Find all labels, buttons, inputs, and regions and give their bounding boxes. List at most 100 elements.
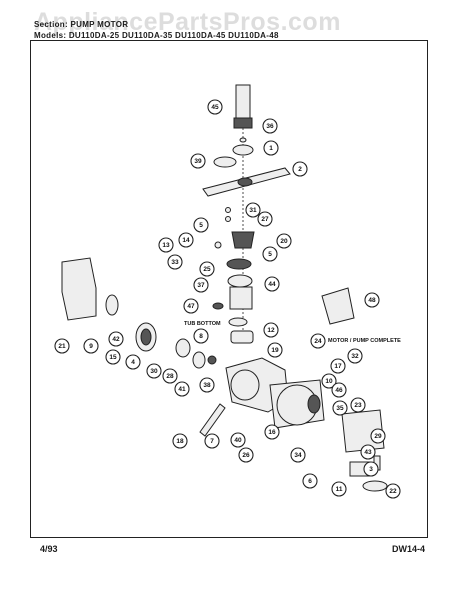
motor-pump-complete-label: MOTOR / PUMP COMPLETE <box>328 338 401 344</box>
callout-number: 17 <box>334 363 342 370</box>
callout-circle <box>193 328 209 344</box>
callout-number: 6 <box>308 478 312 485</box>
callout-46: 46 <box>331 382 347 398</box>
callout-number: 38 <box>203 382 211 389</box>
callout-circle <box>190 153 206 169</box>
callout-number: 43 <box>364 449 372 456</box>
callout-circle <box>183 298 199 314</box>
callout-number: 4 <box>131 359 135 366</box>
part-42-shape <box>140 328 152 346</box>
part-47-shape <box>212 302 224 310</box>
part-20-shape <box>231 231 255 249</box>
callout-circle <box>290 447 306 463</box>
callout-4: 4 <box>125 354 141 370</box>
callout-number: 36 <box>266 123 274 130</box>
callout-number: 5 <box>199 222 203 229</box>
part-27-shape <box>225 216 231 222</box>
callout-number: 19 <box>271 347 279 354</box>
callout-number: 25 <box>203 266 211 273</box>
callout-43: 43 <box>360 444 376 460</box>
callout-number: 47 <box>187 303 195 310</box>
callout-number: 10 <box>325 378 333 385</box>
callout-1: 1 <box>263 140 279 156</box>
callout-number: 2 <box>298 166 302 173</box>
part-21-shape <box>61 257 97 321</box>
callout-circle <box>364 292 380 308</box>
callout-circle <box>105 349 121 365</box>
callout-number: 41 <box>178 386 186 393</box>
callout-16: 16 <box>264 424 280 440</box>
callout-number: 35 <box>336 405 344 412</box>
pump-housing <box>230 369 260 401</box>
callout-33: 33 <box>167 254 183 270</box>
callout-30: 30 <box>146 363 162 379</box>
callout-circle <box>332 400 348 416</box>
callout-number: 27 <box>261 216 269 223</box>
callout-31: 31 <box>245 202 261 218</box>
callout-37: 37 <box>193 277 209 293</box>
callout-number: 28 <box>166 373 174 380</box>
callout-19: 19 <box>267 342 283 358</box>
part-37-shape <box>227 274 253 288</box>
callout-number: 8 <box>199 333 203 340</box>
callout-24: 24 <box>310 333 326 349</box>
callout-circle <box>276 233 292 249</box>
callout-39: 39 <box>190 153 206 169</box>
callout-number: 16 <box>268 429 276 436</box>
callout-27: 27 <box>257 211 273 227</box>
callout-circle <box>262 118 278 134</box>
part-1-shape <box>232 144 254 156</box>
callout-circle <box>370 428 386 444</box>
callout-circle <box>125 354 141 370</box>
callout-number: 24 <box>314 338 322 345</box>
callout-14: 14 <box>178 232 194 248</box>
callout-number: 21 <box>58 343 66 350</box>
callout-number: 40 <box>234 437 242 444</box>
callout-number: 46 <box>335 387 343 394</box>
callout-8: 8 <box>193 328 209 344</box>
callout-number: 7 <box>210 438 214 445</box>
callout-number: 15 <box>109 354 117 361</box>
callout-circle <box>330 358 346 374</box>
callout-number: 3 <box>369 466 373 473</box>
callout-circle <box>172 433 188 449</box>
callout-26: 26 <box>238 447 254 463</box>
callout-circle <box>238 447 254 463</box>
callout-3: 3 <box>363 461 379 477</box>
callout-number: 20 <box>280 238 288 245</box>
callout-number: 44 <box>268 281 276 288</box>
callout-circle <box>347 348 363 364</box>
callout-40: 40 <box>230 432 246 448</box>
tub-bottom-label: TUB BOTTOM <box>184 321 221 327</box>
callout-circle <box>292 161 308 177</box>
callout-number: 23 <box>354 402 362 409</box>
callout-42: 42 <box>108 331 124 347</box>
callout-circle <box>385 483 401 499</box>
section-title: Section: PUMP MOTOR <box>34 20 129 29</box>
callout-32: 32 <box>347 348 363 364</box>
callout-circle <box>54 338 70 354</box>
callout-number: 12 <box>267 327 275 334</box>
callout-number: 9 <box>89 343 93 350</box>
callout-circle <box>83 338 99 354</box>
callout-circle <box>108 331 124 347</box>
callout-circle <box>267 342 283 358</box>
callout-number: 29 <box>374 433 382 440</box>
callout-circle <box>204 433 220 449</box>
callout-13: 13 <box>158 237 174 253</box>
callout-number: 11 <box>336 486 343 493</box>
callout-number: 26 <box>242 452 250 459</box>
part-9-shape <box>105 294 119 316</box>
part-45-nut <box>233 117 253 129</box>
part-4-shape <box>175 338 191 358</box>
callout-7: 7 <box>204 433 220 449</box>
callout-18: 18 <box>172 433 188 449</box>
diagram-frame <box>30 40 428 538</box>
callout-12: 12 <box>263 322 279 338</box>
callout-41: 41 <box>174 381 190 397</box>
callout-5: 5 <box>193 217 209 233</box>
callout-22: 22 <box>385 483 401 499</box>
callout-5: 5 <box>262 246 278 262</box>
